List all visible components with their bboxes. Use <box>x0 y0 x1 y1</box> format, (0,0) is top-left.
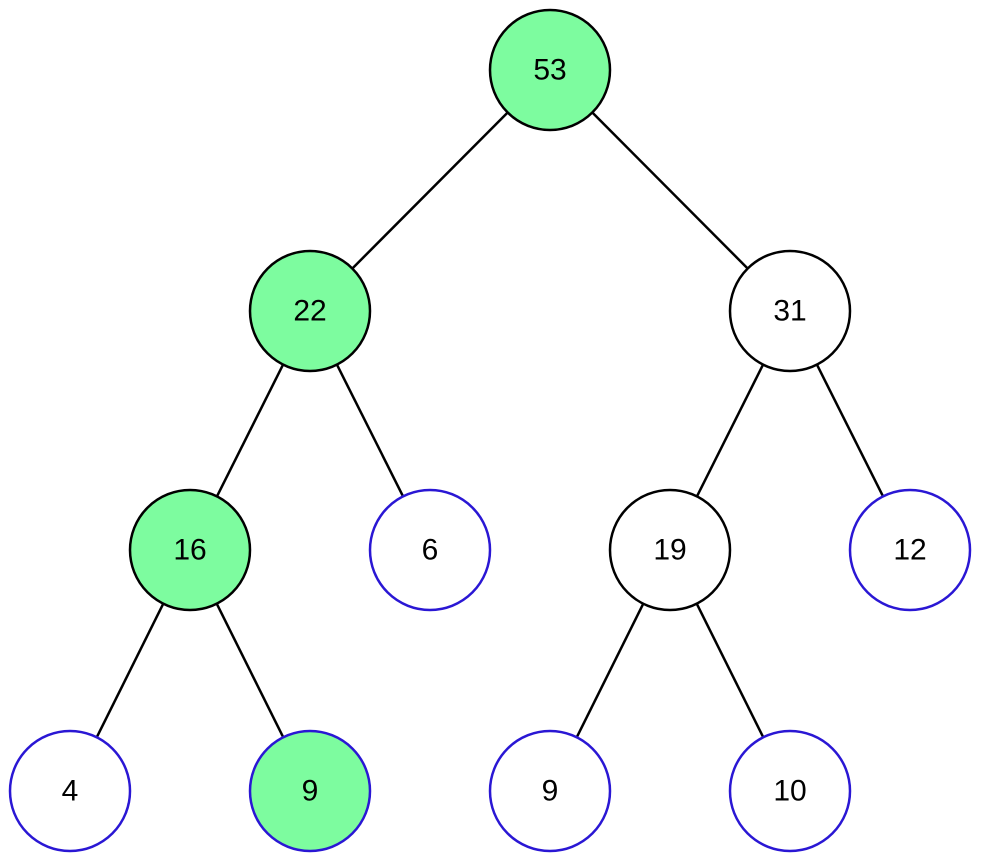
edge-n19-n10 <box>695 603 765 738</box>
edge-n53-n22 <box>351 111 509 270</box>
node-circle <box>728 249 852 373</box>
node-circle <box>728 729 852 853</box>
tree-node: 12 <box>848 488 972 612</box>
node-value: 9 <box>542 775 559 808</box>
tree-node: 9 <box>248 729 372 853</box>
tree-node: 53 <box>488 8 612 132</box>
node-value: 22 <box>293 295 326 328</box>
node-value: 4 <box>62 775 79 808</box>
edge-n53-n31 <box>591 111 749 270</box>
node-value: 10 <box>773 775 806 808</box>
edge-n31-n19 <box>695 364 765 497</box>
node-value: 19 <box>653 534 686 567</box>
node-value: 9 <box>302 775 319 808</box>
edge-n22-n16 <box>215 364 285 497</box>
tree-node: 6 <box>368 488 492 612</box>
tree-nodes: 53 22 31 16 6 19 12 4 9 9 10 <box>8 8 972 853</box>
tree-node: 22 <box>248 249 372 373</box>
tree-node: 9 <box>488 729 612 853</box>
node-circle <box>248 729 372 853</box>
tree-node: 31 <box>728 249 852 373</box>
node-circle <box>848 488 972 612</box>
edge-n22-n6 <box>335 364 405 497</box>
node-value: 6 <box>422 534 439 567</box>
edge-n19-n9b <box>575 603 645 738</box>
node-circle <box>368 488 492 612</box>
node-value: 12 <box>893 534 926 567</box>
tree-node: 19 <box>608 488 732 612</box>
tree-node: 4 <box>8 729 132 853</box>
tree-edges <box>95 111 885 738</box>
node-value: 31 <box>773 295 806 328</box>
node-circle <box>8 729 132 853</box>
node-circle <box>488 8 612 132</box>
node-circle <box>488 729 612 853</box>
tree-node: 10 <box>728 729 852 853</box>
tree-node: 16 <box>128 488 252 612</box>
node-circle <box>128 488 252 612</box>
node-circle <box>608 488 732 612</box>
edge-n16-n4 <box>95 603 165 738</box>
node-circle <box>248 249 372 373</box>
node-value: 53 <box>533 54 566 87</box>
node-value: 16 <box>173 534 206 567</box>
edge-n31-n12 <box>815 364 885 497</box>
edge-n16-n9a <box>215 603 285 738</box>
